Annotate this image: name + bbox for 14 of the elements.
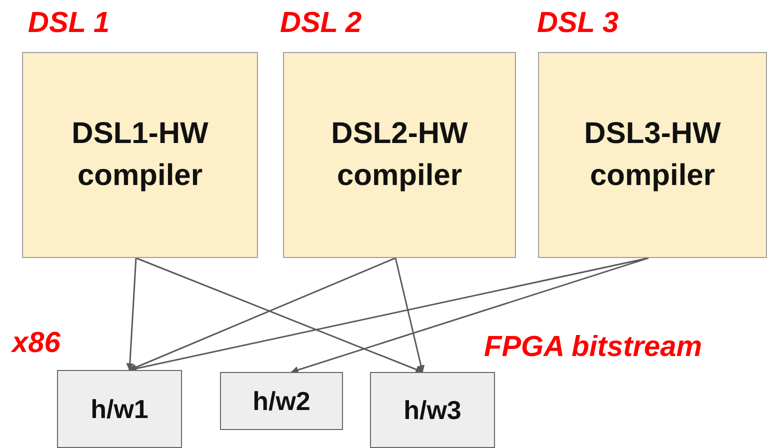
output-label: FPGA bitstream — [484, 330, 702, 364]
arrow — [126, 258, 137, 371]
arrow — [290, 257, 649, 374]
output-label: x86 — [12, 326, 60, 360]
arrow — [394, 258, 425, 373]
box-label: DSL2-HW compiler — [331, 117, 468, 192]
box-label: DSL1-HW compiler — [72, 117, 208, 192]
box-label: h/w3 — [404, 395, 462, 425]
box-label: h/w2 — [252, 386, 310, 416]
title-label: DSL 1 — [28, 6, 110, 40]
title-label: DSL 3 — [537, 6, 619, 40]
title-label: DSL 2 — [280, 6, 362, 40]
box-label: h/w1 — [90, 394, 148, 424]
box-label: DSL3-HW compiler — [584, 117, 721, 192]
